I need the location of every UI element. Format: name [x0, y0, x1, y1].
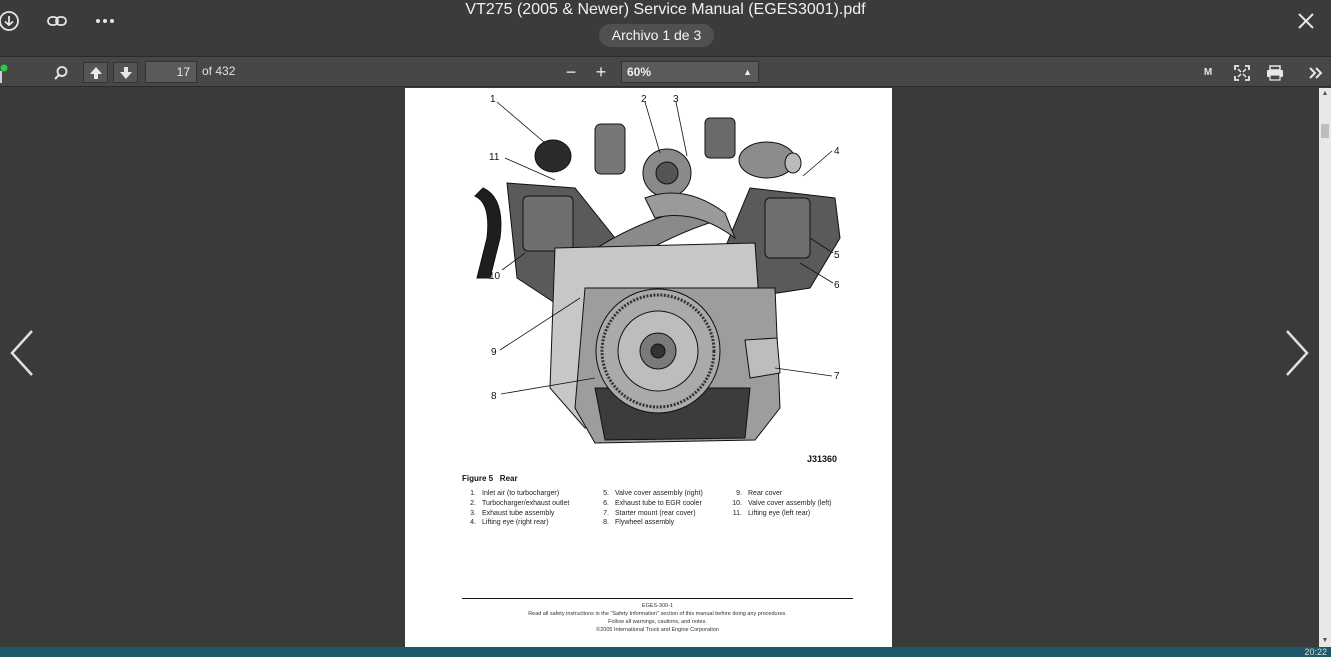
legend-item-text: Lifting eye (left rear): [748, 509, 811, 517]
legend-item-text: Valve cover assembly (left): [748, 499, 832, 507]
legend-item-number: 8.: [603, 519, 609, 527]
callout-1: 1: [490, 94, 496, 105]
footer-line-2: Follow all warnings, cautions, and notes…: [608, 619, 707, 625]
presentation-mode-button[interactable]: M: [1203, 67, 1213, 78]
legend-item: 4. Lifting eye (right rear): [462, 518, 569, 528]
legend-item-number: 6.: [603, 499, 609, 507]
close-icon[interactable]: [1295, 10, 1317, 32]
taskbar-clock: 20:22: [1304, 647, 1327, 657]
legend-column-2: 5. Valve cover assembly (right) 6. Exhaust …: [595, 489, 703, 528]
engine-rear-illustration: 1 2 3 4 5 6 7 8 9 10 11: [474, 94, 841, 444]
legend-item-number: 9.: [736, 490, 742, 497]
callout-10: 10: [489, 271, 501, 282]
search-icon[interactable]: [52, 62, 70, 83]
legend-item: 11. Lifting eye (left rear): [728, 509, 832, 519]
legend-item: 10. Valve cover assembly (left): [728, 499, 832, 509]
viewer-header: VT275 (2005 & Newer) Service Manual (EGE…: [0, 0, 1331, 54]
callout-3: 3: [673, 94, 679, 105]
pdf-toolbar: 17 of 432 − + 60% ▲▼ M: [0, 56, 1331, 97]
legend-column-3: 9. Rear cover 10. Valve cover assembly (lef…: [728, 489, 832, 519]
zoom-select[interactable]: 60% ▲▼: [621, 61, 759, 97]
legend-item: 8. Flywheel assembly: [595, 518, 703, 528]
legend-item-number: 4.: [470, 519, 476, 527]
zoom-out-button[interactable]: −: [565, 62, 577, 82]
legend-item-text: Flywheel assembly: [615, 519, 675, 527]
taskbar-strip: [0, 647, 1331, 657]
next-page-icon[interactable]: [113, 62, 138, 83]
sidebar-toggle-icon[interactable]: [0, 62, 10, 83]
next-document-icon[interactable]: [1281, 328, 1311, 378]
tools-menu-icon[interactable]: [1307, 62, 1325, 83]
legend-item-text: Lifting eye (right rear): [482, 519, 549, 527]
legend-item-number: 5.: [603, 490, 609, 497]
legend-item: 2. Turbocharger/exhaust outlet: [462, 499, 569, 509]
scrollbar-thumb[interactable]: [1321, 124, 1329, 138]
footer-divider: [462, 598, 853, 599]
link-icon[interactable]: [44, 8, 70, 34]
legend-item-text: Rear cover: [748, 490, 783, 497]
legend-item: 6. Exhaust tube to EGR cooler: [595, 499, 703, 509]
zoom-in-button[interactable]: +: [595, 62, 607, 82]
legend-item-text: Valve cover assembly (right): [615, 490, 703, 497]
legend-item-text: Exhaust tube to EGR cooler: [615, 499, 702, 507]
scroll-up-icon[interactable]: ▲: [1321, 90, 1329, 97]
legend-item-number: 10.: [732, 499, 742, 507]
pdf-page: 1 2 3 4 5 6 7 8 9 10 11 J31360 Figure 5 …: [405, 88, 892, 647]
download-icon[interactable]: [0, 8, 22, 34]
legend-item-number: 3.: [470, 509, 476, 517]
page-footer: EGES-300-1 Read all safety instructions …: [462, 602, 853, 634]
footer-code: EGES-300-1: [641, 603, 674, 609]
figure-code: J31360: [807, 454, 838, 464]
legend-item: 7. Starter mount (rear cover): [595, 509, 703, 519]
more-options-icon[interactable]: [92, 8, 118, 34]
figure-title: Figure 5 Rear: [462, 474, 518, 483]
legend-item-number: 11.: [732, 509, 742, 517]
callout-2: 2: [641, 94, 647, 105]
previous-page-icon[interactable]: [83, 62, 108, 83]
legend-item-text: Inlet air (to turbocharger): [482, 490, 560, 497]
footer-line-3: ©2005 International Truck and Engine Cor…: [596, 627, 719, 633]
callout-8: 8: [491, 391, 497, 402]
legend-column-1: 1. Inlet air (to turbocharger) 2. Turbochar…: [462, 489, 569, 528]
legend-item: 5. Valve cover assembly (right): [595, 489, 703, 499]
legend-item: 9. Rear cover: [728, 489, 832, 499]
legend-item: 3. Exhaust tube assembly: [462, 509, 569, 519]
scroll-down-icon[interactable]: ▼: [1321, 637, 1329, 644]
file-counter-badge: Archivo 1 de 3: [599, 24, 714, 47]
callout-5: 5: [834, 250, 840, 261]
legend-item-text: Starter mount (rear cover): [615, 509, 696, 517]
previous-document-icon[interactable]: [8, 328, 38, 378]
legend-item-number: 2.: [470, 499, 476, 507]
page-total-label: of 432: [202, 64, 236, 78]
callout-9: 9: [491, 347, 497, 358]
callout-11: 11: [489, 152, 500, 163]
print-icon[interactable]: [1266, 62, 1284, 83]
page-number-input[interactable]: 17: [145, 61, 197, 83]
legend-item-text: Turbocharger/exhaust outlet: [482, 499, 570, 507]
document-title: VT275 (2005 & Newer) Service Manual (EGE…: [465, 1, 866, 18]
document-viewer[interactable]: 1 2 3 4 5 6 7 8 9 10 11 J31360 Figure 5 …: [0, 88, 1331, 647]
legend-item-text: Exhaust tube assembly: [482, 509, 555, 517]
footer-line-1: Read all safety instructions in the "Saf…: [528, 611, 787, 617]
callout-4: 4: [834, 146, 840, 157]
fullscreen-icon[interactable]: [1233, 62, 1251, 83]
callout-7: 7: [834, 371, 840, 382]
zoom-value: 60%: [627, 65, 652, 79]
vertical-scrollbar[interactable]: ▲ ▼: [1319, 88, 1331, 647]
legend-item-number: 1.: [470, 490, 476, 497]
legend-item: 1. Inlet air (to turbocharger): [462, 489, 569, 499]
legend-item-number: 7.: [603, 509, 609, 517]
callout-6: 6: [834, 280, 840, 291]
